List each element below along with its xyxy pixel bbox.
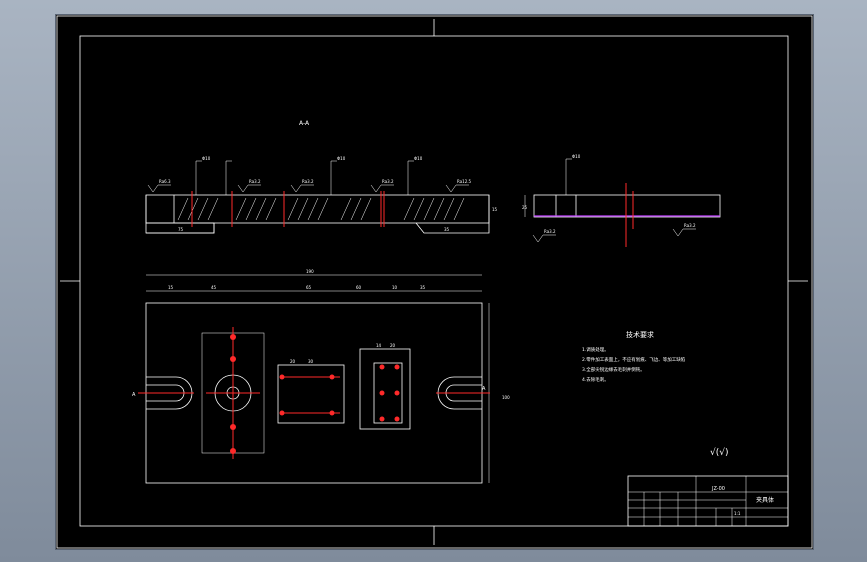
note-item: 4.去除毛刺。 bbox=[582, 376, 609, 383]
finish-symbol: √(√) bbox=[710, 447, 729, 458]
side-hole-callout: Φ10 bbox=[572, 154, 581, 159]
section-view: Φ10 Φ10 Φ10 Ra6.3 Ra3.2 Ra3.2 Ra3.2 Ra12… bbox=[145, 156, 498, 234]
notes-title: 技术要求 bbox=[626, 330, 654, 339]
roughness-label: Ra3.2 bbox=[302, 179, 314, 184]
dim-holes-a: 20 bbox=[290, 359, 296, 364]
dim-holes-b: 30 bbox=[308, 359, 314, 364]
section-hole-callout: Φ10 bbox=[337, 156, 346, 161]
dim-base-left: 75 bbox=[178, 227, 184, 232]
dim-segment: 60 bbox=[356, 285, 362, 290]
section-hole-callout: Φ10 bbox=[414, 156, 423, 161]
roughness-label: Ra3.2 bbox=[684, 223, 696, 228]
technical-notes: 技术要求 1.调质处理。 2.零件加工表面上，不应有划痕、飞边、等加工缺陷 3.… bbox=[582, 330, 686, 383]
note-item: 1.调质处理。 bbox=[582, 346, 609, 353]
side-view: Φ10 25 Ra3.2 Ra3.2 bbox=[522, 154, 721, 247]
dim-segment: 35 bbox=[420, 285, 426, 290]
drawing-canvas: A-A Φ10 Φ10 Φ bbox=[56, 15, 813, 549]
note-item: 3.全部尖锐边缘去毛刺并倒钝。 bbox=[582, 366, 645, 373]
dim-height: 100 bbox=[502, 395, 510, 400]
title-block: JZ-00 夹具体 1:1 bbox=[627, 475, 789, 527]
title-part-code: JZ-00 bbox=[711, 486, 725, 492]
cad-viewport[interactable]: A-A Φ10 Φ10 Φ bbox=[55, 14, 814, 550]
title-part-name: 夹具体 bbox=[756, 496, 774, 504]
plan-view: 190 15 45 65 60 10 35 100 A A bbox=[132, 269, 510, 484]
dim-slot-b: 20 bbox=[390, 343, 396, 348]
section-label: A-A bbox=[299, 120, 310, 127]
roughness-label: Ra3.2 bbox=[249, 179, 261, 184]
dim-segment: 65 bbox=[306, 285, 312, 290]
dim-side-width: 25 bbox=[522, 205, 528, 210]
section-hole-callout: Φ10 bbox=[202, 156, 211, 161]
dim-segment: 10 bbox=[392, 285, 398, 290]
roughness-label: Ra3.2 bbox=[544, 229, 556, 234]
view-label-left: A bbox=[132, 392, 136, 398]
note-item: 2.零件加工表面上，不应有划痕、飞边、等加工缺陷 bbox=[582, 356, 686, 363]
dim-total-width: 190 bbox=[306, 269, 314, 274]
dim-segment: 15 bbox=[168, 285, 174, 290]
dim-segment: 45 bbox=[211, 285, 217, 290]
roughness-label: Ra6.3 bbox=[159, 179, 171, 184]
sheet-border bbox=[56, 15, 813, 549]
dim-base-right: 35 bbox=[444, 227, 450, 232]
roughness-label: Ra3.2 bbox=[382, 179, 394, 184]
dim-slot-a: 14 bbox=[376, 343, 382, 348]
drawing-frame bbox=[79, 35, 789, 527]
dim-side-height: 15 bbox=[492, 207, 498, 212]
view-label-right: A bbox=[482, 386, 486, 392]
title-scale: 1:1 bbox=[734, 511, 741, 516]
roughness-label: Ra12.5 bbox=[457, 179, 472, 184]
